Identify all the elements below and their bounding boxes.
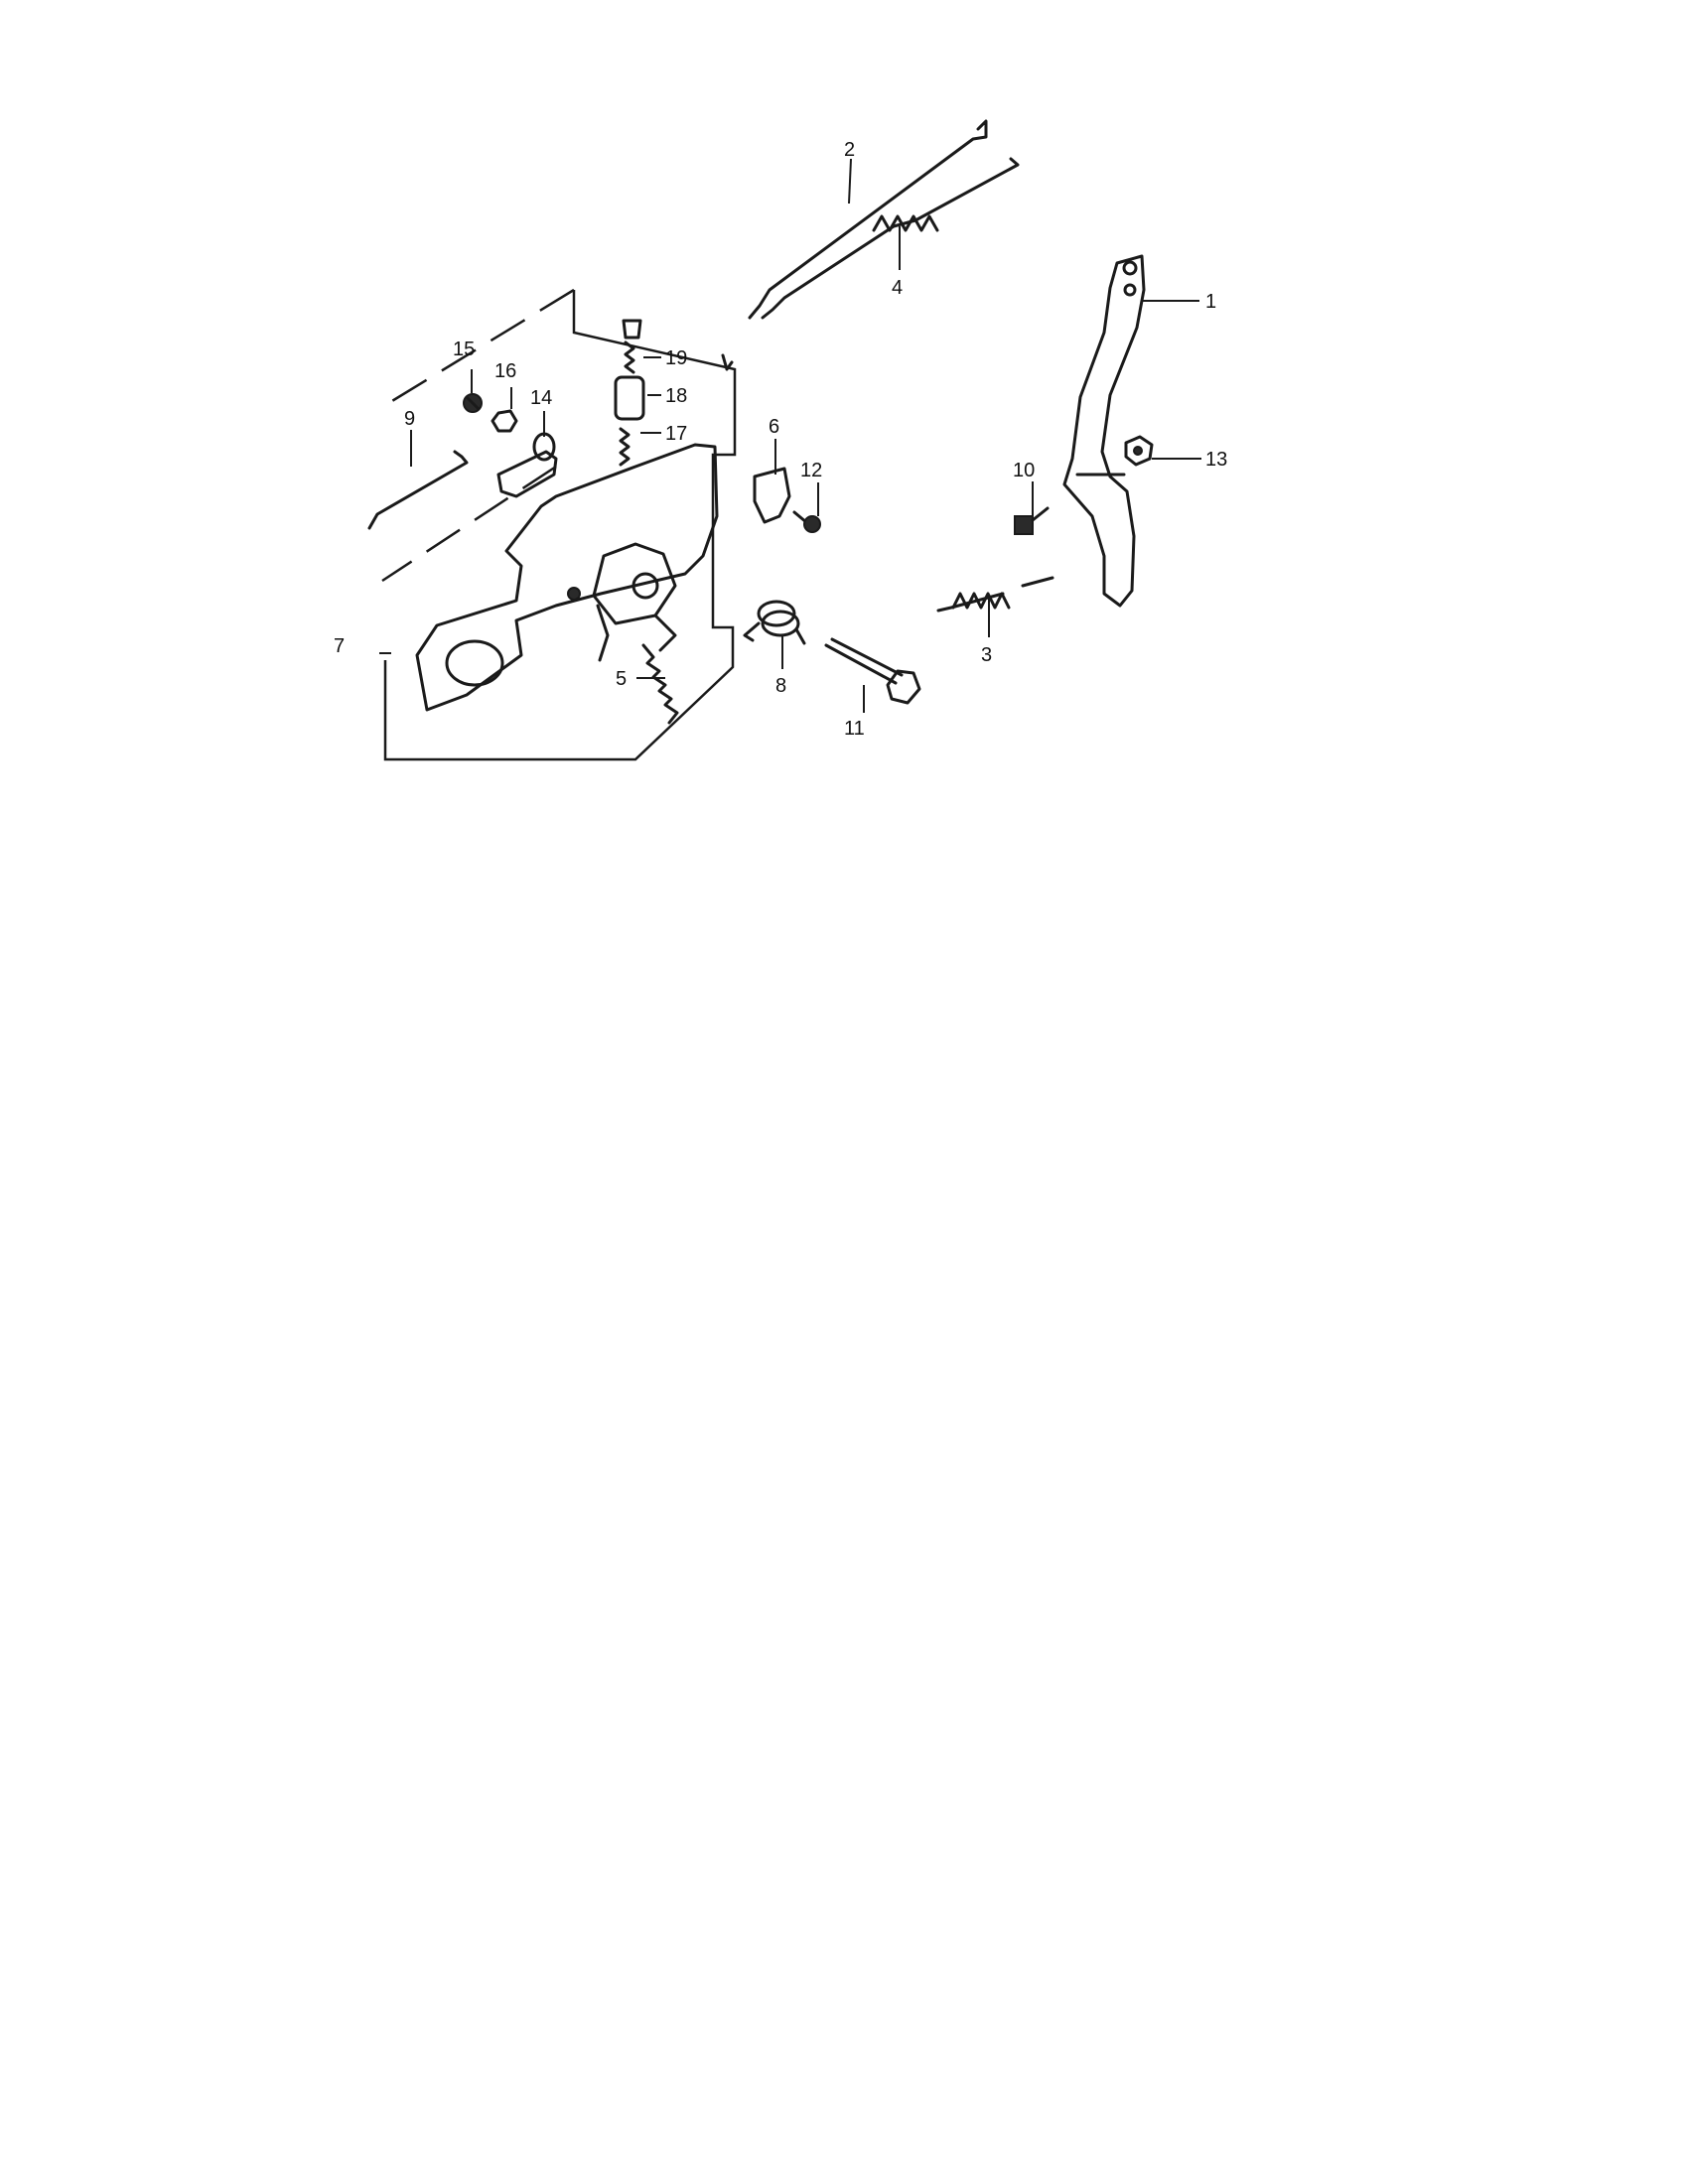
clip-6-part xyxy=(753,467,791,524)
callout-9: 9 xyxy=(404,408,415,430)
callout-7: 7 xyxy=(334,635,345,657)
screw-12-part xyxy=(792,510,821,533)
plate-assembly-part xyxy=(415,443,719,712)
bolt-11-part xyxy=(824,637,921,705)
callout-11: 11 xyxy=(844,718,865,740)
callout-1: 1 xyxy=(1205,291,1216,313)
callout-15: 15 xyxy=(453,339,475,360)
rod-9-part xyxy=(367,450,469,530)
spring-rod-part xyxy=(761,157,1020,320)
leader-lines xyxy=(379,158,1201,713)
nut-16-part xyxy=(491,409,518,433)
pin-stack-part xyxy=(614,319,645,467)
callout-6: 6 xyxy=(769,416,779,438)
callout-12: 12 xyxy=(800,460,822,481)
callout-3: 3 xyxy=(981,644,992,666)
callout-8: 8 xyxy=(775,675,786,697)
rod-part xyxy=(721,119,988,371)
spring-3-part xyxy=(936,576,1054,613)
nut-13-part xyxy=(1124,435,1154,467)
callout-16: 16 xyxy=(494,360,516,382)
callout-2: 2 xyxy=(844,139,855,161)
assembly-frame-lower xyxy=(381,465,557,583)
callout-5: 5 xyxy=(616,668,627,690)
callout-10: 10 xyxy=(1013,460,1035,481)
clip-10-part xyxy=(1014,506,1050,535)
callout-labels: 1 2 3 4 5 6 7 8 9 10 11 12 13 14 15 16 1… xyxy=(334,139,1227,740)
assembly-frame-upper xyxy=(381,288,575,409)
callout-19: 19 xyxy=(665,347,687,369)
assembly-frame xyxy=(383,290,737,761)
bolt-15-part xyxy=(463,393,483,413)
callout-14: 14 xyxy=(530,387,552,409)
control-lever-part xyxy=(1062,254,1146,608)
callout-17: 17 xyxy=(665,423,687,445)
callout-4: 4 xyxy=(892,277,903,299)
coil-spring-8-part xyxy=(743,600,806,645)
callout-13: 13 xyxy=(1205,449,1227,471)
callout-18: 18 xyxy=(665,385,687,407)
spring-5-part xyxy=(641,643,679,725)
